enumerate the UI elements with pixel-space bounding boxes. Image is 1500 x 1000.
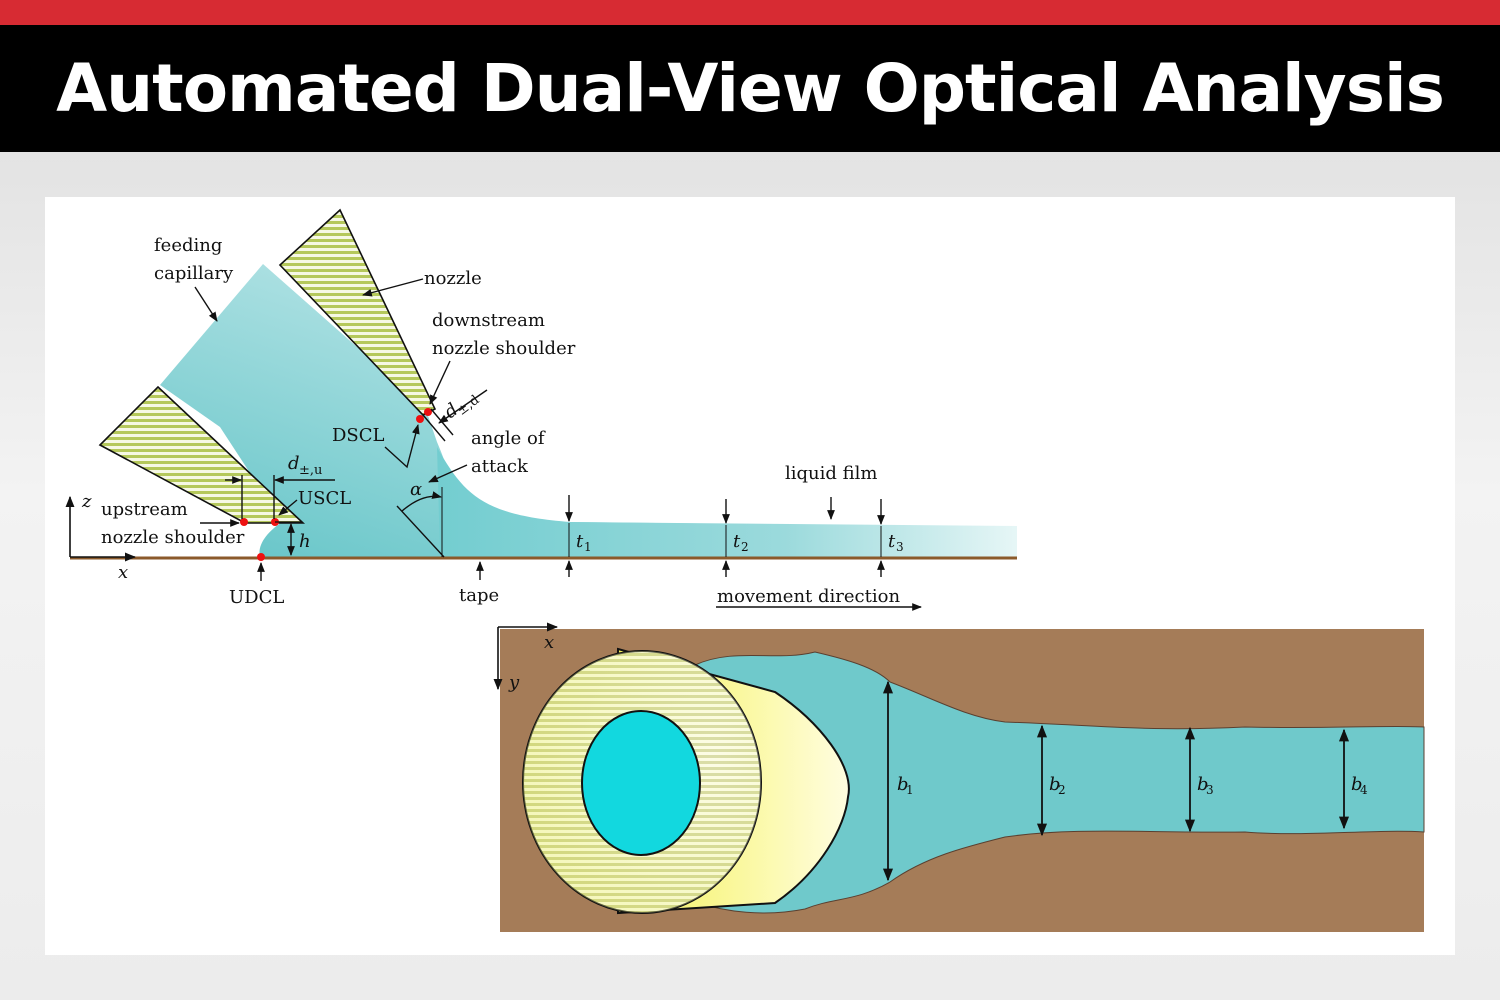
top-x-label: x: [544, 632, 554, 653]
b2-dimension: b 2: [1036, 724, 1066, 837]
svg-text:d: d: [288, 453, 300, 474]
udcl-label: UDCL: [229, 587, 284, 608]
downstream-arrow: [429, 360, 451, 405]
downstream-shoulder-point: [424, 408, 432, 416]
capillary-label: capillary: [154, 263, 234, 284]
svg-text:±,u: ±,u: [299, 463, 322, 478]
b1-dimension: b 1: [882, 680, 914, 882]
nozzle-label: nozzle: [424, 268, 482, 289]
feeding-label: feeding: [154, 235, 222, 256]
t2-dimension: t 2: [722, 499, 749, 577]
d-d-label: d ±,d: [440, 393, 482, 423]
t1-dimension: t 1: [565, 495, 592, 577]
svg-text:2: 2: [741, 540, 749, 554]
dscl-arrow: [384, 424, 420, 469]
feeding-arrow: [194, 286, 218, 322]
svg-text:t: t: [576, 531, 584, 552]
svg-text:t: t: [733, 531, 741, 552]
d-d-tick: [430, 408, 454, 436]
tape-label: tape: [459, 585, 499, 606]
svg-text:3: 3: [1206, 783, 1214, 797]
downstream-label: downstream: [432, 310, 545, 331]
z-label: z: [81, 491, 92, 512]
svg-text:b: b: [1197, 774, 1209, 795]
svg-text:2: 2: [1058, 783, 1066, 797]
udcl-point: [257, 553, 265, 561]
uscl-arrow: [278, 499, 298, 516]
nozzle-arrow: [362, 278, 424, 297]
d-d-arrow-outer: [438, 389, 488, 424]
svg-text:3: 3: [896, 540, 904, 554]
b3-dimension: b 3: [1184, 726, 1214, 833]
downstream-shoulder-label: nozzle shoulder: [432, 338, 576, 359]
diagram-panel: z x feeding capillary nozzle downstream …: [45, 197, 1455, 955]
liquid-film-label: liquid film: [785, 463, 877, 484]
x-label: x: [118, 562, 128, 583]
liquid-film: [437, 447, 1017, 557]
attack-label: attack: [471, 456, 529, 477]
diagram-svg: z x feeding capillary nozzle downstream …: [65, 208, 1425, 932]
svg-text:4: 4: [1360, 783, 1368, 797]
svg-text:b: b: [1351, 774, 1363, 795]
svg-text:b: b: [1049, 774, 1061, 795]
movement-label: movement direction: [717, 586, 900, 607]
b4-dimension: b 4: [1338, 728, 1368, 830]
downstream-nozzle-wall: [278, 208, 437, 416]
h-label: h: [299, 531, 311, 552]
d-u-label: d ±,u: [288, 453, 322, 478]
upstream-nozzle-wall: [98, 385, 306, 524]
t3-dimension: t 3: [877, 499, 904, 577]
page-title: Automated Dual-View Optical Analysis: [56, 50, 1445, 127]
alpha-label: α: [410, 479, 422, 500]
dscl-label: DSCL: [332, 425, 385, 446]
upstream-shoulder-label: nozzle shoulder: [101, 527, 245, 548]
capillary-liquid: [160, 264, 1017, 557]
top-y-label: y: [508, 672, 520, 693]
alpha-line: [396, 505, 445, 558]
side-view: z x feeding capillary nozzle downstream …: [65, 208, 1017, 611]
angle-arrow: [428, 464, 468, 483]
d-d-arrow-inner: [422, 414, 446, 442]
svg-text:1: 1: [584, 540, 592, 554]
dscl-point: [416, 415, 424, 423]
title-bar: Automated Dual-View Optical Analysis: [0, 25, 1500, 152]
angle-of-label: angle of: [471, 428, 546, 449]
alpha-arc: [401, 491, 442, 512]
svg-text:b: b: [897, 774, 909, 795]
svg-text:t: t: [888, 531, 896, 552]
shoulder-point: [240, 518, 248, 526]
accent-strip: [0, 0, 1500, 25]
nozzle-bore: [581, 710, 701, 856]
top-view: x y b 1 b 2 b 3 b 4: [493, 622, 1425, 932]
upstream-label: upstream: [101, 499, 188, 520]
svg-text:1: 1: [906, 783, 914, 797]
uscl-label: USCL: [298, 488, 351, 509]
